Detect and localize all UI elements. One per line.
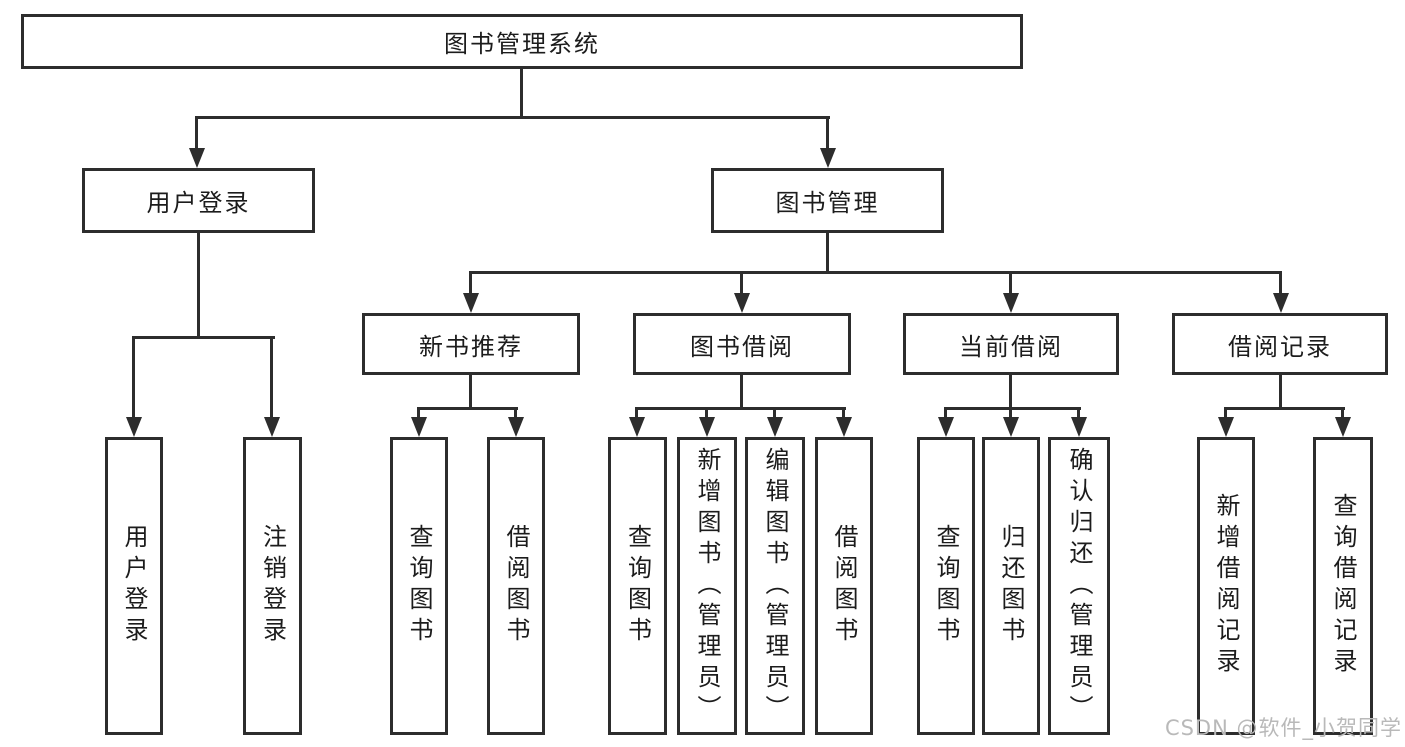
node-borrowing-records: 借阅记录 xyxy=(1172,313,1388,375)
connector-line xyxy=(417,407,420,419)
arrowhead-down-icon xyxy=(1335,417,1351,437)
arrowhead-down-icon xyxy=(820,148,836,168)
arrowhead-down-icon xyxy=(411,417,427,437)
connector-line xyxy=(705,407,708,419)
connector-line xyxy=(469,375,472,410)
connector-line xyxy=(469,271,1282,274)
node-leaf-borrow-books: 借阅图书 xyxy=(487,437,545,735)
node-book-borrowing: 图书借阅 xyxy=(633,313,851,375)
connector-line xyxy=(514,407,517,419)
arrowhead-down-icon xyxy=(767,417,783,437)
node-label: 新增图书（管理员） xyxy=(693,446,721,726)
arrowhead-down-icon xyxy=(264,417,280,437)
arrowhead-down-icon xyxy=(734,293,750,313)
arrowhead-down-icon xyxy=(1273,293,1289,313)
connector-line xyxy=(635,407,638,419)
connector-line xyxy=(132,336,275,339)
arrowhead-down-icon xyxy=(508,417,524,437)
arrowhead-down-icon xyxy=(1218,417,1234,437)
node-leaf-confirm-return-admin: 确认归还（管理员） xyxy=(1048,437,1110,735)
node-label: 查询图书 xyxy=(932,524,960,648)
node-label: 新书推荐 xyxy=(419,332,523,361)
connector-line xyxy=(195,116,198,150)
arrowhead-down-icon xyxy=(836,417,852,437)
node-book-management: 图书管理 xyxy=(711,168,944,233)
connector-line xyxy=(1077,407,1080,419)
arrowhead-down-icon xyxy=(1003,293,1019,313)
connector-line xyxy=(826,116,829,150)
connector-line xyxy=(944,407,947,419)
connector-line xyxy=(740,375,743,410)
arrowhead-down-icon xyxy=(126,417,142,437)
connector-line xyxy=(1009,407,1012,419)
node-new-book-recommendation: 新书推荐 xyxy=(362,313,580,375)
connector-line xyxy=(740,271,743,296)
node-current-borrowing: 当前借阅 xyxy=(903,313,1119,375)
arrowhead-down-icon xyxy=(1003,417,1019,437)
node-label: 查询图书 xyxy=(405,524,433,648)
csdn-watermark: CSDN @软件_小贺同学 xyxy=(1164,716,1402,740)
connector-line xyxy=(1224,407,1227,419)
connector-line xyxy=(635,407,846,410)
node-label: 用户登录 xyxy=(120,524,148,648)
node-label: 借阅图书 xyxy=(502,524,530,648)
node-label: 借阅图书 xyxy=(830,524,858,648)
node-root-library-system: 图书管理系统 xyxy=(21,14,1023,69)
node-leaf-borrow-books: 借阅图书 xyxy=(815,437,873,735)
node-label: 查询借阅记录 xyxy=(1329,493,1357,679)
arrowhead-down-icon xyxy=(1071,417,1087,437)
node-leaf-query-books: 查询图书 xyxy=(390,437,448,735)
connector-line xyxy=(197,233,200,339)
node-label: 编辑图书（管理员） xyxy=(761,446,789,726)
connector-line xyxy=(1009,271,1012,296)
node-leaf-return-books: 归还图书 xyxy=(982,437,1040,735)
connector-line xyxy=(196,116,830,119)
node-leaf-logout: 注销登录 xyxy=(243,437,302,735)
node-leaf-add-borrow-record: 新增借阅记录 xyxy=(1197,437,1255,735)
connector-line xyxy=(417,407,518,410)
node-label: 借阅记录 xyxy=(1228,332,1332,361)
node-label: 确认归还（管理员） xyxy=(1065,446,1093,726)
node-label: 归还图书 xyxy=(997,524,1025,648)
connector-line xyxy=(826,233,829,274)
node-label: 图书管理系统 xyxy=(444,30,600,58)
connector-line xyxy=(944,407,1081,410)
node-leaf-query-books: 查询图书 xyxy=(608,437,667,735)
connector-line xyxy=(773,407,776,419)
node-leaf-add-books-admin: 新增图书（管理员） xyxy=(677,437,737,735)
node-user-login: 用户登录 xyxy=(82,168,315,233)
node-label: 用户登录 xyxy=(146,189,251,217)
connector-line xyxy=(1279,375,1282,410)
connector-line xyxy=(1279,271,1282,296)
connector-line xyxy=(469,271,472,296)
node-leaf-query-borrow-record: 查询借阅记录 xyxy=(1313,437,1373,735)
connector-line xyxy=(842,407,845,419)
arrowhead-down-icon xyxy=(189,148,205,168)
connector-line xyxy=(270,336,273,420)
node-label: 新增借阅记录 xyxy=(1212,493,1240,679)
connector-line xyxy=(1009,375,1012,410)
arrowhead-down-icon xyxy=(629,417,645,437)
arrowhead-down-icon xyxy=(938,417,954,437)
node-label: 当前借阅 xyxy=(959,332,1063,361)
node-label: 图书借阅 xyxy=(690,332,794,361)
node-leaf-user-login: 用户登录 xyxy=(105,437,163,735)
connector-line xyxy=(132,336,135,420)
arrowhead-down-icon xyxy=(699,417,715,437)
node-label: 查询图书 xyxy=(623,524,652,648)
node-leaf-edit-books-admin: 编辑图书（管理员） xyxy=(745,437,805,735)
node-label: 图书管理 xyxy=(775,189,880,217)
connector-line xyxy=(1341,407,1344,419)
node-leaf-query-books: 查询图书 xyxy=(917,437,975,735)
node-label: 注销登录 xyxy=(258,524,287,648)
arrowhead-down-icon xyxy=(463,293,479,313)
connector-line xyxy=(1224,407,1345,410)
connector-line xyxy=(520,69,523,118)
